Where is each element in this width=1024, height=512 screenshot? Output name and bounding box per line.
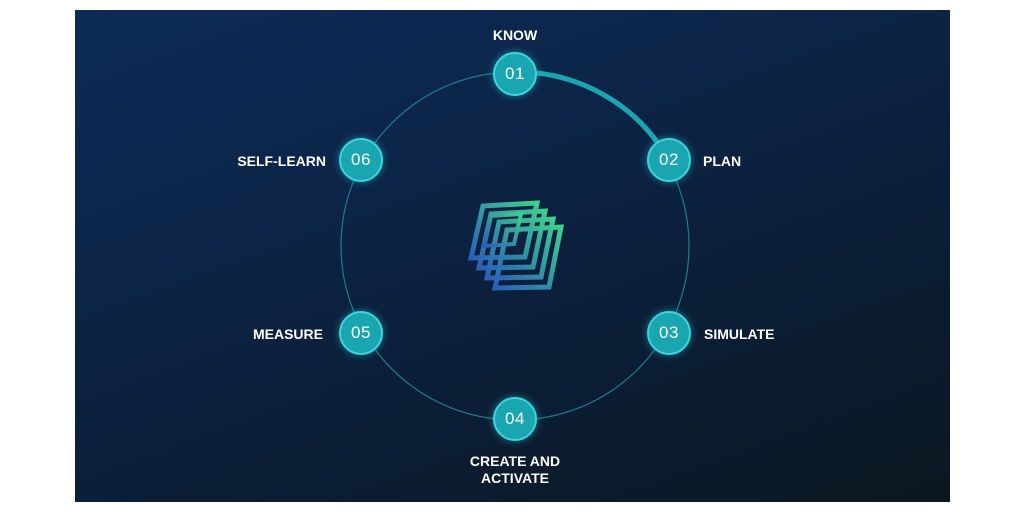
step-node-02[interactable]: 02 [647, 138, 691, 182]
cycle-ring [340, 71, 690, 421]
step-label-plan: PLAN [703, 153, 742, 169]
layered-cube-logo-icon [467, 200, 565, 291]
step-node-05[interactable]: 05 [339, 311, 383, 355]
step-label-simulate: SIMULATE [704, 326, 775, 342]
step-label-create-and-activate: CREATE AND ACTIVATE [469, 453, 561, 486]
cycle-diagram-panel: 01 02 03 04 05 06 KNOW PLAN SIMULATE CRE… [75, 10, 950, 502]
step-node-06[interactable]: 06 [339, 138, 383, 182]
step-node-03[interactable]: 03 [647, 311, 691, 355]
step-node-04[interactable]: 04 [493, 397, 537, 441]
highlighted-arc [512, 69, 672, 163]
step-label-self-learn: SELF-LEARN [237, 153, 326, 169]
step-node-01[interactable]: 01 [493, 52, 537, 96]
step-label-measure: MEASURE [252, 326, 323, 342]
step-label-know: KNOW [492, 27, 538, 43]
